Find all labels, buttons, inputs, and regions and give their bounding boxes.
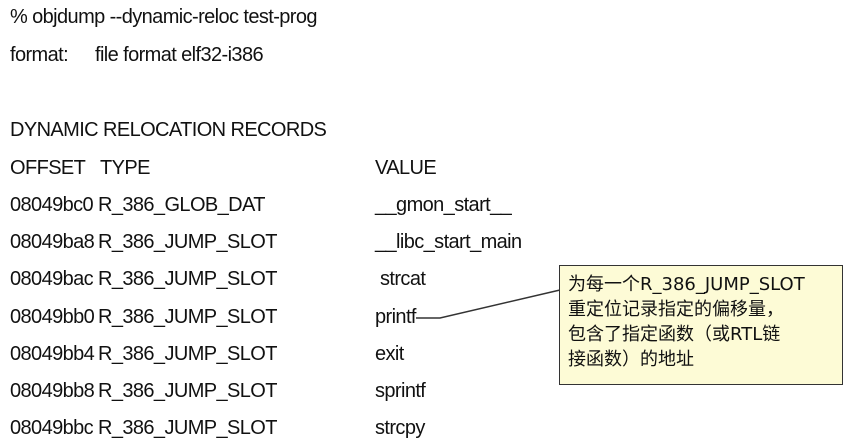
column-header-value: VALUE xyxy=(375,157,437,179)
record-type: R_386_GLOB_DAT xyxy=(98,194,265,216)
record-type: R_386_JUMP_SLOT xyxy=(98,231,277,253)
command-line: % objdump --dynamic-reloc test-prog xyxy=(10,6,318,28)
record-value: exit xyxy=(375,343,404,365)
record-type: R_386_JUMP_SLOT xyxy=(98,380,277,402)
callout-text-line: 接函数）的地址 xyxy=(568,349,694,370)
record-offset: 08049bb8 xyxy=(10,380,95,402)
record-type: R_386_JUMP_SLOT xyxy=(98,417,277,439)
record-type: R_386_JUMP_SLOT xyxy=(98,306,277,328)
record-offset: 08049bbc xyxy=(10,417,94,439)
record-value: strcat xyxy=(380,268,426,290)
record-offset: 08049bb0 xyxy=(10,306,95,328)
record-offset: 08049bc0 xyxy=(10,194,94,216)
callout-text-line: 为每一个R_386_JUMP_SLOT xyxy=(568,274,805,295)
record-type: R_386_JUMP_SLOT xyxy=(98,268,277,290)
record-value: __gmon_start__ xyxy=(375,194,512,216)
record-offset: 08049bac xyxy=(10,268,94,290)
record-value: __libc_start_main xyxy=(375,231,522,253)
record-offset: 08049bb4 xyxy=(10,343,95,365)
record-offset: 08049ba8 xyxy=(10,231,95,253)
record-value: sprintf xyxy=(375,380,426,402)
format-value: file format elf32-i386 xyxy=(95,44,264,66)
format-label: format: xyxy=(10,44,69,66)
column-header-type: TYPE xyxy=(100,157,150,179)
column-header-offset: OFFSET xyxy=(10,157,86,179)
section-title: DYNAMIC RELOCATION RECORDS xyxy=(10,119,327,141)
callout-text-line: 重定位记录指定的偏移量， xyxy=(568,299,784,320)
annotation-callout: 为每一个R_386_JUMP_SLOT 重定位记录指定的偏移量， 包含了指定函数… xyxy=(559,265,843,385)
callout-text-line: 包含了指定函数（或RTL链 xyxy=(568,324,781,345)
record-value: printf xyxy=(375,306,416,328)
record-value: strcpy xyxy=(375,417,425,439)
record-type: R_386_JUMP_SLOT xyxy=(98,343,277,365)
